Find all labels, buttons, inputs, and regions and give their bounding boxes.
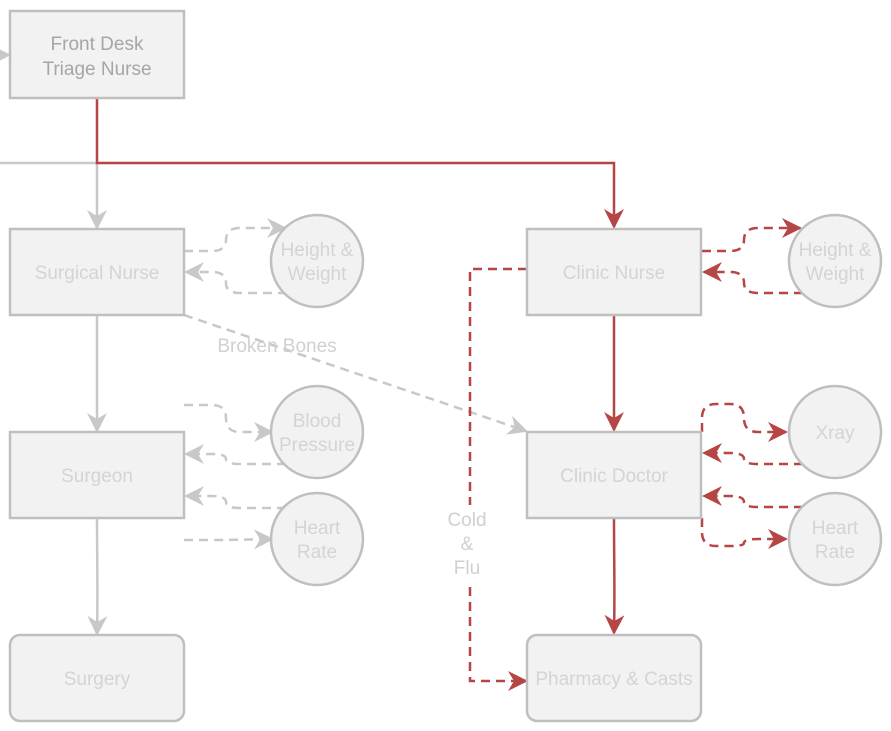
edge-xray-to-clinic-doctor (702, 443, 803, 466)
clinic-heart-rate-line1: Heart (812, 518, 859, 539)
node-clinic-nurse[interactable]: Clinic Nurse (525, 227, 703, 317)
surgical-height-weight-line1: Height & (281, 240, 354, 261)
surgical-height-weight-line2: Weight (288, 264, 348, 285)
blood-pressure-line2: Pressure (279, 435, 355, 456)
node-surgery[interactable]: Surgery (8, 633, 186, 723)
node-clinic-doctor[interactable]: Clinic Doctor (525, 430, 703, 520)
cold-flu-label-line3: Flu (454, 558, 480, 579)
surgeon-label: Surgeon (61, 466, 133, 487)
blood-pressure-line1: Blood (293, 411, 342, 432)
edge-clinic-nurse-to-height-weight (702, 218, 802, 253)
edge-surgeon-to-blood-pressure (184, 403, 274, 442)
red-edges (95, 99, 803, 691)
edge-heart-rate-to-surgeon (184, 486, 286, 510)
node-surgeon-heart-rate[interactable]: Heart Rate (269, 491, 365, 587)
broken-bones-label: Broken Bones (217, 336, 336, 357)
front-desk-label-line2: Triage Nurse (42, 59, 151, 80)
edge-height-weight-to-surgical-nurse (184, 262, 287, 295)
node-surgeon[interactable]: Surgeon (8, 430, 186, 520)
edge-clinic-doctor-to-xray (700, 402, 788, 442)
front-desk-label-line1: Front Desk (51, 34, 144, 55)
edge-blood-pressure-to-surgeon (184, 444, 286, 466)
node-xray[interactable]: Xray (787, 384, 883, 480)
edge-cold-flu (468, 267, 528, 691)
cold-flu-label-line2: & (461, 534, 474, 555)
node-surgical-nurse[interactable]: Surgical Nurse (8, 227, 186, 317)
node-front-desk-triage-nurse[interactable]: Front Desk Triage Nurse (8, 9, 186, 100)
node-blood-pressure[interactable]: Blood Pressure (269, 384, 365, 480)
edge-surgical-nurse-to-height-weight (184, 218, 287, 253)
edge-front-desk-to-clinic-nurse (95, 99, 624, 229)
clinic-heart-rate-line2: Rate (815, 542, 855, 563)
surgical-nurse-label: Surgical Nurse (35, 263, 160, 284)
xray-label: Xray (815, 423, 855, 444)
node-clinic-height-weight[interactable]: Height & Weight (787, 213, 883, 309)
clinic-height-weight-line1: Height & (799, 240, 872, 261)
cold-flu-label: Cold & Flu (446, 505, 494, 581)
surgeon-heart-rate-line2: Rate (297, 542, 337, 563)
clinic-nurse-label: Clinic Nurse (563, 263, 665, 284)
edge-heart-rate-to-clinic-doctor (702, 486, 803, 509)
surgeon-heart-rate-line1: Heart (294, 518, 341, 539)
node-pharmacy-casts[interactable]: Pharmacy & Casts (525, 633, 703, 723)
clinic-doctor-label: Clinic Doctor (560, 466, 668, 487)
pharmacy-casts-label: Pharmacy & Casts (535, 669, 692, 690)
cold-flu-label-line1: Cold (447, 510, 486, 531)
clinic-height-weight-line2: Weight (806, 264, 866, 285)
node-clinic-heart-rate[interactable]: Heart Rate (787, 491, 883, 587)
edge-clinic-doctor-to-heart-rate (700, 518, 788, 549)
edge-surgeon-to-heart-rate (184, 529, 274, 550)
surgery-label: Surgery (64, 669, 131, 690)
node-surgical-height-weight[interactable]: Height & Weight (269, 213, 365, 309)
edge-height-weight-to-clinic-nurse (702, 262, 803, 295)
